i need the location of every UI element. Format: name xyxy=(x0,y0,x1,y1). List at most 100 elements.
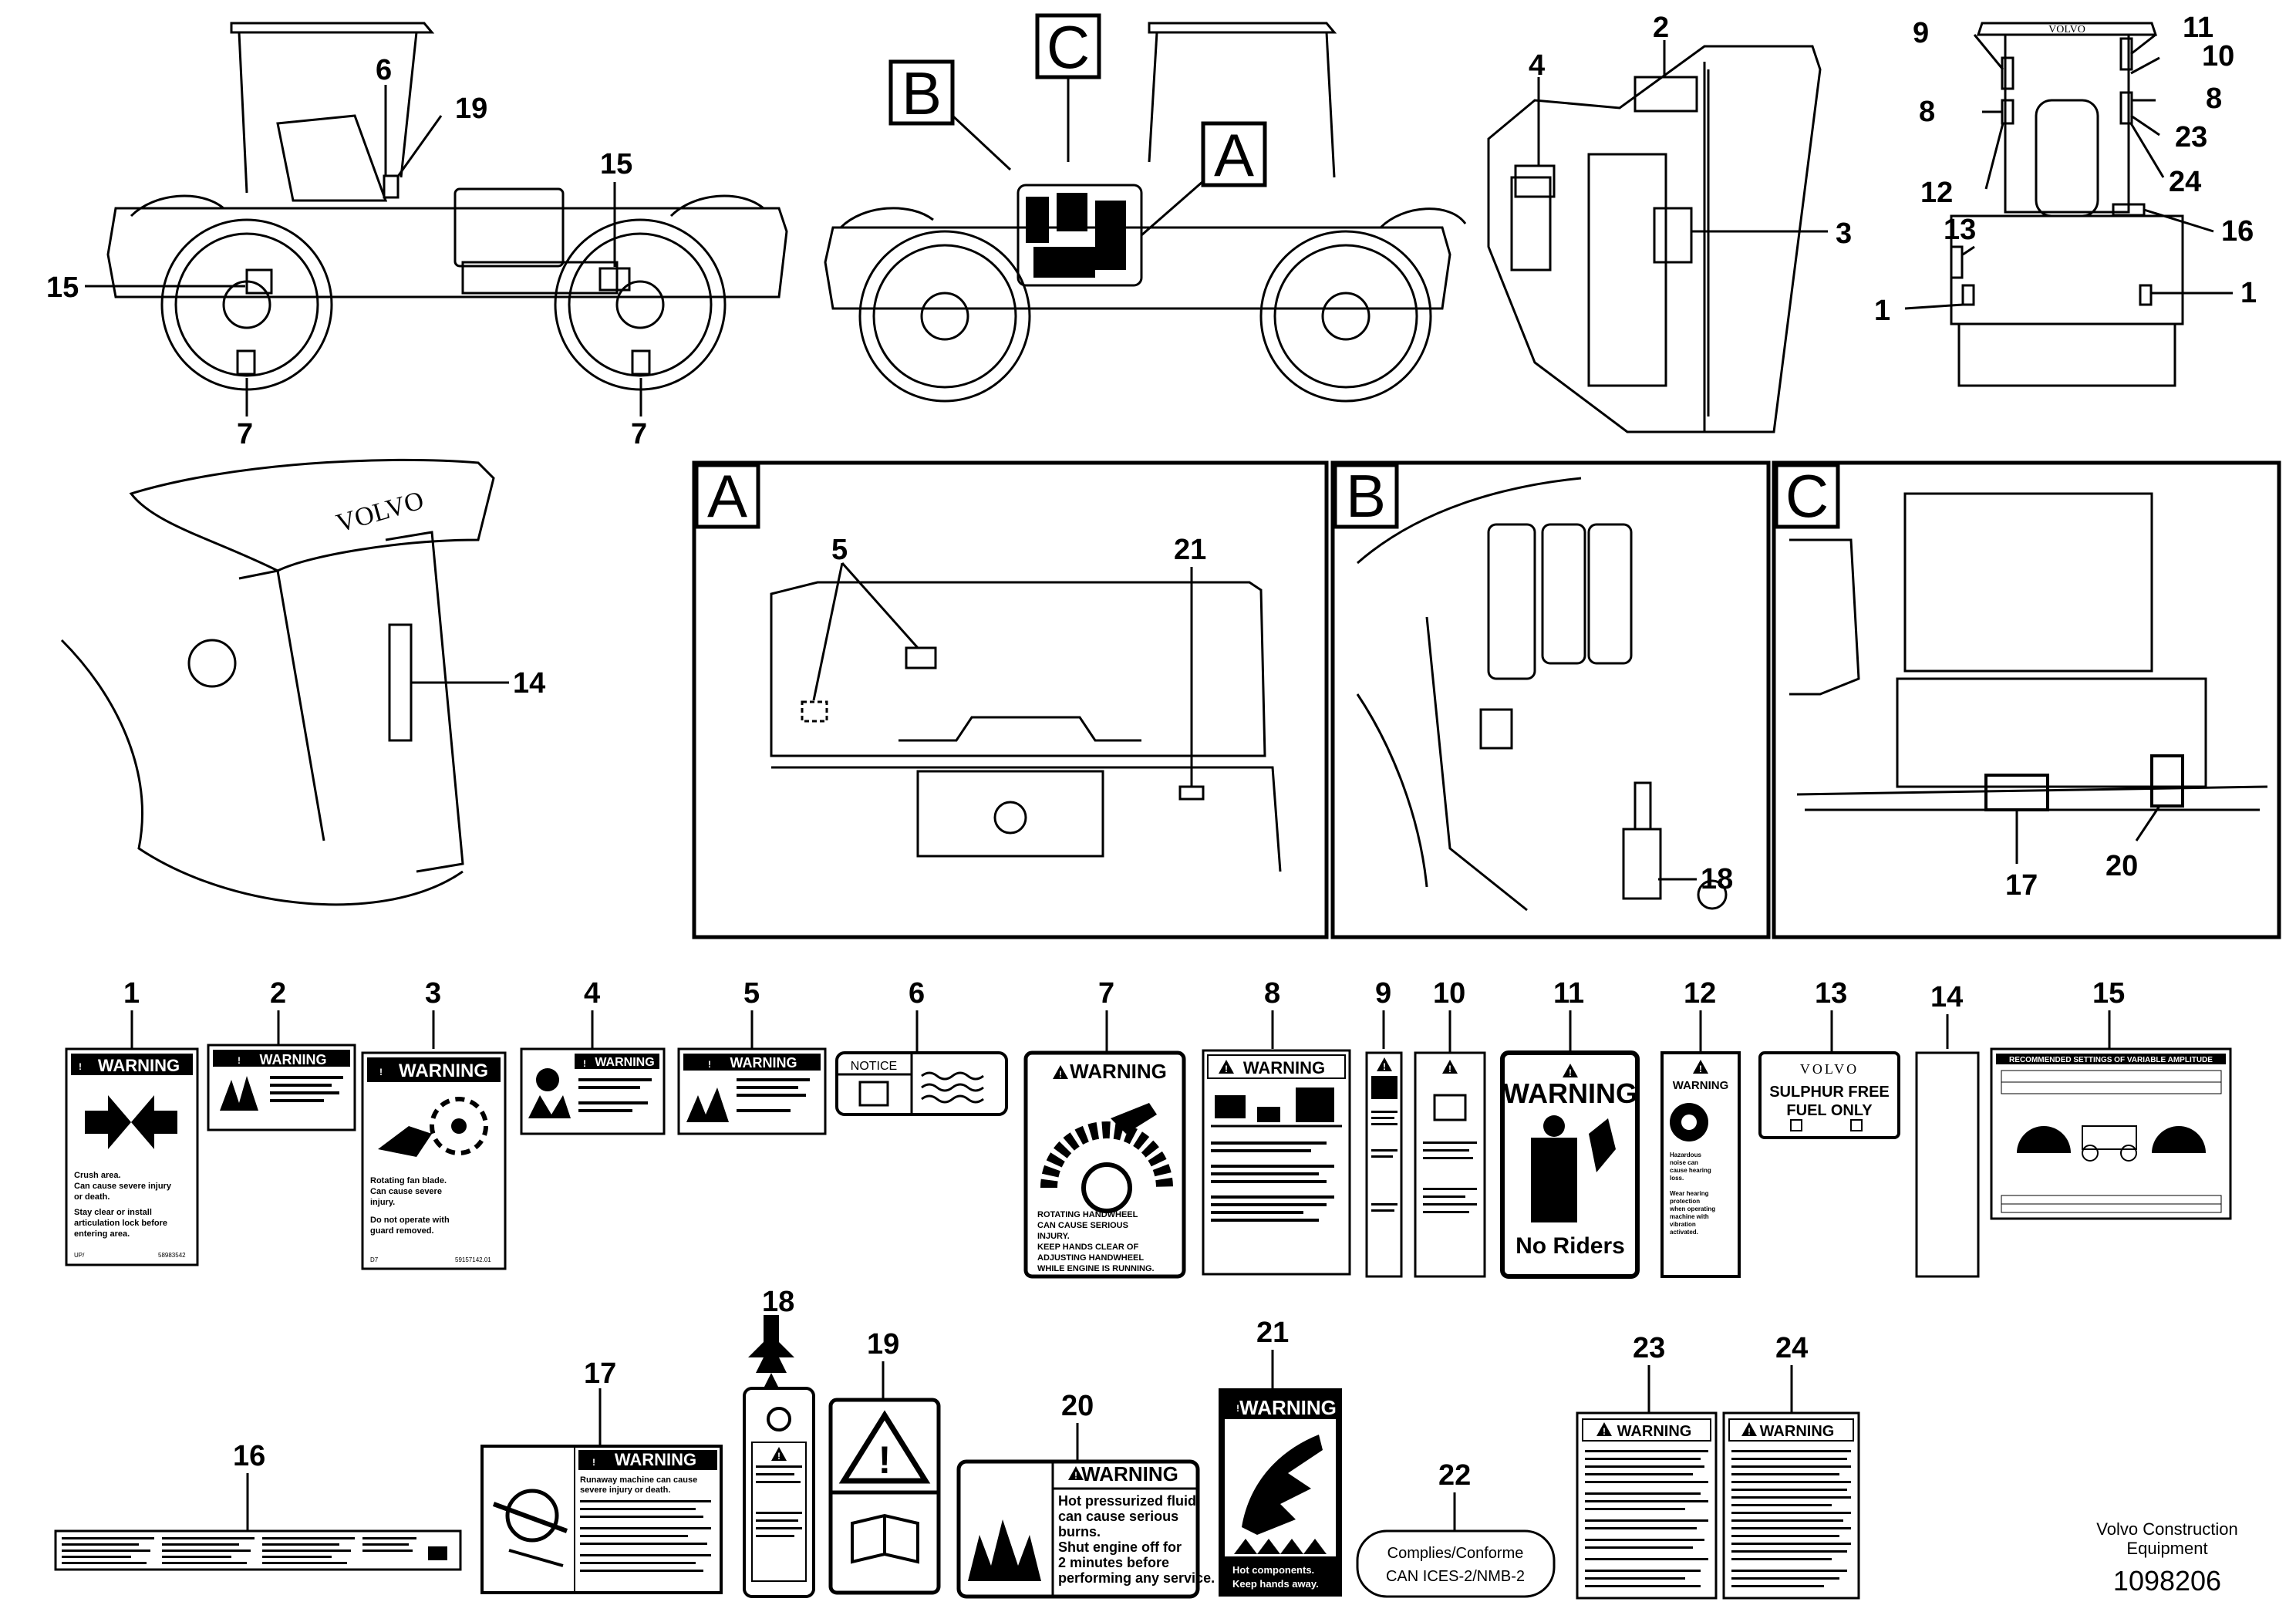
svg-text:59157142.01: 59157142.01 xyxy=(455,1256,491,1263)
decal-number-11: 11 xyxy=(1553,977,1584,1010)
callout-15: 15 xyxy=(600,148,632,180)
svg-text:articulation lock before: articulation lock before xyxy=(74,1219,167,1228)
callout-16: 16 xyxy=(2221,215,2254,248)
svg-text:KEEP HANDS CLEAR OF: KEEP HANDS CLEAR OF xyxy=(1037,1243,1138,1252)
footer-company-sub: Equipment xyxy=(2126,1539,2207,1558)
decal-number-8: 8 xyxy=(1264,977,1280,1010)
engine-hood-drawing xyxy=(770,581,1282,872)
svg-text:protection: protection xyxy=(1670,1198,1700,1205)
callout-3: 3 xyxy=(1836,218,1852,250)
decal-2-hot-fluid-radiator: WARNING xyxy=(207,1044,356,1131)
callout-5: 5 xyxy=(831,534,848,566)
callout-11: 11 xyxy=(2183,12,2213,44)
svg-text:WARNING: WARNING xyxy=(98,1056,180,1075)
decal-18-tag-marker xyxy=(1622,781,1662,900)
roller-side-view-right xyxy=(824,22,1467,403)
detail-c-decal-markers xyxy=(1984,754,2184,811)
decal-24-chemical-exposure-warning: WARNING xyxy=(1722,1411,1860,1600)
svg-text:C: C xyxy=(1785,462,1829,530)
canopy-brand: VOLVO xyxy=(2048,24,2085,35)
decal-number-24: 24 xyxy=(1775,1332,1808,1364)
callout-21: 21 xyxy=(1174,534,1206,566)
footer-reference-number: 1098206 xyxy=(2113,1565,2221,1597)
decal-12-hearing-protection: WARNING Hazardous noise can cause hearin… xyxy=(1660,1051,1741,1278)
svg-text:WARNING: WARNING xyxy=(730,1055,797,1071)
svg-text:Can cause severe injury: Can cause severe injury xyxy=(74,1182,172,1191)
svg-text:WHILE ENGINE IS RUNNING.: WHILE ENGINE IS RUNNING. xyxy=(1037,1264,1155,1273)
callout-17: 17 xyxy=(2005,869,2038,902)
decal-15-variable-amplitude: RECOMMENDED SETTINGS OF VARIABLE AMPLITU… xyxy=(1990,1047,2232,1220)
engine-block-drawing xyxy=(1789,492,2268,811)
callout-15: 15 xyxy=(46,271,79,304)
svg-text:noise can: noise can xyxy=(1670,1159,1698,1166)
detail-box-b: B xyxy=(1330,460,1771,939)
decal-10-read-manual xyxy=(1414,1051,1486,1278)
svg-text:machine with: machine with xyxy=(1670,1213,1709,1220)
svg-text:B: B xyxy=(902,59,942,127)
decal-4-combustible-gas: WARNING xyxy=(520,1047,666,1135)
svg-text:when operating: when operating xyxy=(1669,1206,1715,1212)
svg-text:WARNING: WARNING xyxy=(1243,1058,1325,1077)
decal-number-19: 19 xyxy=(867,1328,899,1361)
svg-text:58983542: 58983542 xyxy=(158,1252,186,1259)
decal-number-4: 4 xyxy=(584,977,600,1010)
view-label-box-c-top: C xyxy=(1035,13,1101,81)
decal-23-diesel-exhaust-warning: WARNING xyxy=(1576,1411,1718,1600)
canopy-brand-perspective: VOLVO xyxy=(333,486,427,538)
decal-19-general-warning-manual: ! xyxy=(828,1398,941,1595)
callout-10: 10 xyxy=(2202,40,2234,73)
decal-number-2: 2 xyxy=(270,977,286,1010)
svg-text:2 minutes before: 2 minutes before xyxy=(1058,1555,1169,1570)
callout-6: 6 xyxy=(376,54,392,86)
roller-rear-view xyxy=(1950,22,2184,387)
callout-12: 12 xyxy=(1920,177,1953,209)
svg-text:cause hearing: cause hearing xyxy=(1670,1167,1711,1174)
decal-number-10: 10 xyxy=(1433,977,1465,1010)
leader-lines-view4 xyxy=(1904,33,2233,310)
svg-text:Can cause severe: Can cause severe xyxy=(370,1187,442,1196)
svg-text:B: B xyxy=(1346,462,1386,530)
roller-side-decal-markers xyxy=(236,174,651,376)
svg-text:D7: D7 xyxy=(370,1256,379,1263)
svg-text:ROTATING HANDWHEEL: ROTATING HANDWHEEL xyxy=(1037,1210,1138,1219)
callout-4: 4 xyxy=(1529,49,1545,82)
decal-number-14: 14 xyxy=(1930,981,1963,1013)
decal-22-ices-compliance: Complies/Conforme CAN ICES-2/NMB-2 xyxy=(1356,1529,1556,1598)
callout-19: 19 xyxy=(455,93,487,125)
decal-11-no-riders: WARNING No Riders xyxy=(1500,1050,1640,1279)
decal-18-hang-tag xyxy=(743,1315,815,1598)
decal-number-13: 13 xyxy=(1815,977,1847,1010)
svg-text:entering area.: entering area. xyxy=(74,1229,130,1239)
detail-a-decal-markers xyxy=(801,646,1205,801)
svg-text:INJURY.: INJURY. xyxy=(1037,1232,1070,1241)
svg-text:RECOMMENDED SETTINGS OF VARIAB: RECOMMENDED SETTINGS OF VARIABLE AMPLITU… xyxy=(2009,1056,2213,1064)
svg-text:VOLVO: VOLVO xyxy=(1800,1061,1859,1077)
svg-text:ADJUSTING HANDWHEEL: ADJUSTING HANDWHEEL xyxy=(1037,1253,1144,1263)
roller-side-view-left xyxy=(106,22,788,391)
decal-13-sulphur-free-fuel: VOLVO SULPHUR FREE FUEL ONLY xyxy=(1758,1051,1900,1139)
rear-view-decal-markers xyxy=(1950,37,2153,306)
svg-text:WARNING: WARNING xyxy=(615,1450,696,1469)
svg-text:WARNING: WARNING xyxy=(595,1056,654,1069)
svg-text:WARNING: WARNING xyxy=(1760,1423,1835,1440)
svg-text:Rotating fan blade.: Rotating fan blade. xyxy=(370,1176,447,1185)
callout-8: 8 xyxy=(2206,83,2222,115)
svg-text:CAN CAUSE SERIOUS: CAN CAUSE SERIOUS xyxy=(1037,1221,1128,1230)
decal-number-15: 15 xyxy=(2092,977,2125,1010)
hydraulic-filters-drawing xyxy=(1356,477,1728,912)
svg-text:WARNING: WARNING xyxy=(1673,1079,1729,1092)
decal-3-rotating-fan: WARNING Rotating fan blade. Can cause se… xyxy=(361,1051,507,1270)
decal-number-5: 5 xyxy=(743,977,760,1010)
footer-company: Volvo Construction xyxy=(2096,1519,2237,1539)
decal-number-21: 21 xyxy=(1256,1317,1289,1349)
decal-16-info-table xyxy=(54,1529,462,1571)
engine-detail xyxy=(1026,193,1126,278)
svg-text:Wear hearing: Wear hearing xyxy=(1670,1190,1709,1197)
svg-text:Shut engine off for: Shut engine off for xyxy=(1058,1539,1182,1555)
leader-lines-detail-a xyxy=(812,562,1193,787)
view-label-box-b-top: B xyxy=(888,59,955,127)
view-pointer-arrows xyxy=(951,77,1204,237)
decal-6-notice: NOTICE xyxy=(835,1051,1008,1116)
decal-number-17: 17 xyxy=(584,1357,616,1390)
